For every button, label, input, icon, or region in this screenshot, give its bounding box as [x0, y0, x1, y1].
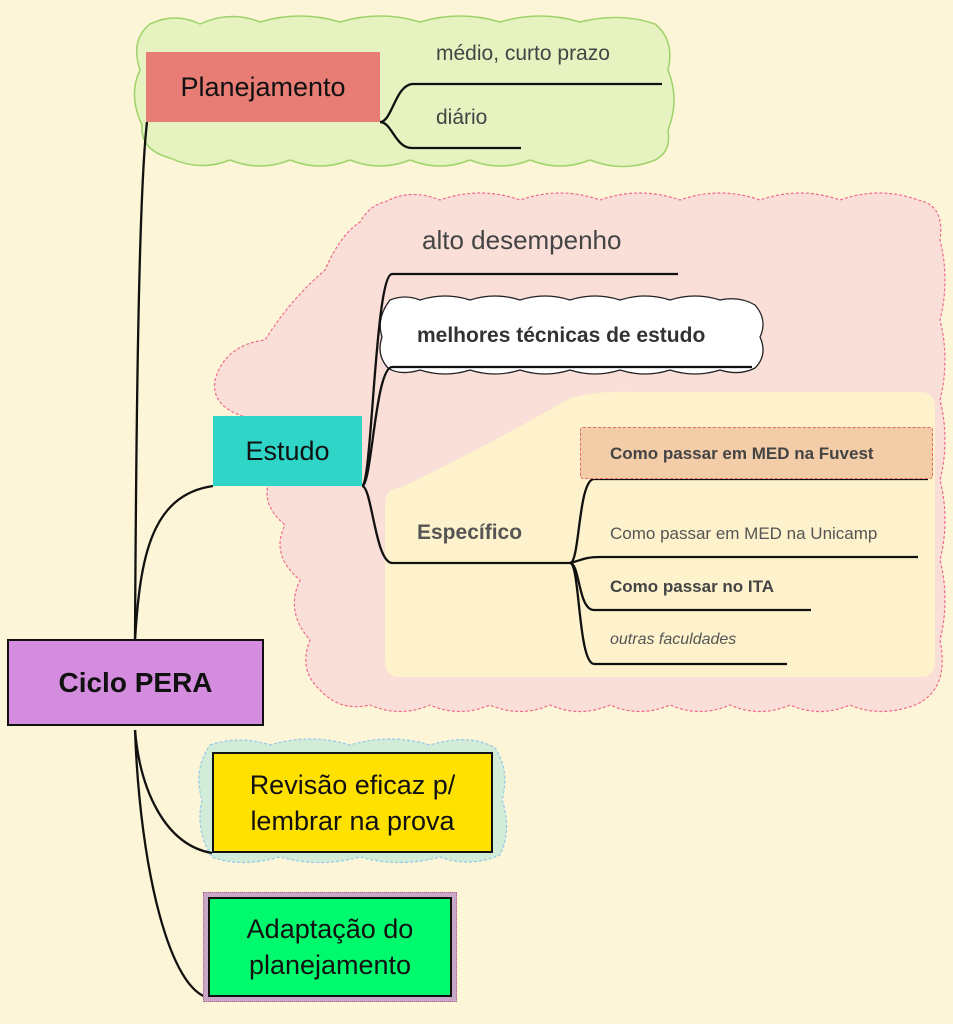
planejamento-child-medio-curto-prazo[interactable]: médio, curto prazo: [436, 42, 610, 65]
estudo-child-melhores-tecnicas[interactable]: melhores técnicas de estudo: [417, 324, 706, 347]
adaptacao-inner: Adaptação do planejamento: [208, 897, 452, 997]
revisao-node[interactable]: Revisão eficaz p/ lembrar na prova: [212, 752, 493, 853]
adaptacao-node[interactable]: Adaptação do planejamento: [203, 892, 457, 1002]
especifico-child-ita[interactable]: Como passar no ITA: [610, 577, 775, 596]
especifico-child-fuvest[interactable]: Como passar em MED na Fuvest: [610, 444, 874, 463]
connector-root-planejamento: [133, 121, 149, 641]
especifico-child-outras[interactable]: outras faculdades: [610, 631, 737, 648]
estudo-label: Estudo: [245, 435, 330, 466]
estudo-child-alto-desempenho[interactable]: alto desempenho: [422, 225, 622, 255]
adaptacao-label-line1: Adaptação do: [246, 914, 414, 944]
connector-outras: [568, 561, 787, 666]
connector-root-revisao: [133, 729, 213, 855]
planejamento-child-diario[interactable]: diário: [436, 106, 488, 129]
connector-medio-curto-prazo: [379, 82, 662, 124]
especifico-child-unicamp[interactable]: Como passar em MED na Unicamp: [610, 524, 878, 543]
connector-melhores-tecnicas: [360, 365, 752, 488]
estudo-node[interactable]: Estudo: [213, 416, 362, 486]
fuvest-highlight: [580, 427, 933, 479]
planejamento-label: Planejamento: [180, 71, 346, 102]
root-node[interactable]: Ciclo PERA: [7, 639, 264, 726]
connector-root-adaptacao: [133, 729, 211, 1000]
connector-especifico: [361, 484, 570, 565]
connector-root-estudo: [133, 484, 214, 641]
connector-diario: [379, 120, 521, 150]
revisao-label-line1: Revisão eficaz p/: [249, 769, 456, 800]
revisao-label-line2: lembrar na prova: [250, 805, 455, 836]
root-label: Ciclo PERA: [58, 666, 213, 698]
adaptacao-label-line2: planejamento: [248, 950, 412, 980]
especifico-label[interactable]: Específico: [417, 521, 523, 544]
melhores-cloud: [379, 295, 764, 375]
connector-unicamp: [569, 555, 918, 565]
planejamento-node[interactable]: Planejamento: [146, 52, 380, 122]
connector-fuvest: [568, 477, 928, 565]
